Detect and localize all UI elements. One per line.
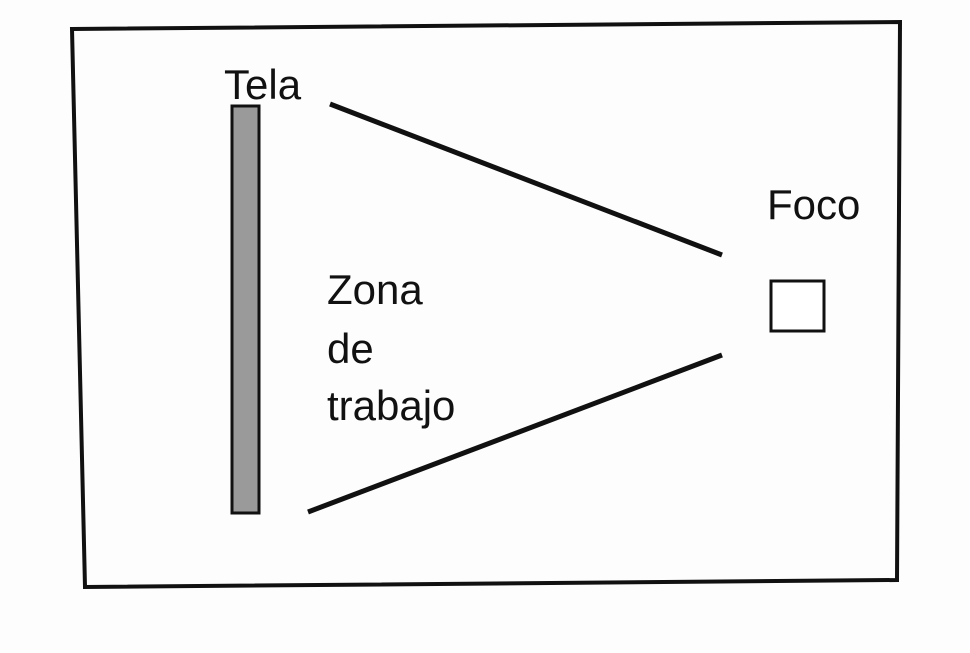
zone-label-line1: Zona <box>327 266 423 313</box>
upper-boundary-line <box>329 101 723 258</box>
lower-boundary-line <box>307 352 723 515</box>
screen-bar <box>230 104 261 515</box>
zone-label-line2: de <box>327 325 374 372</box>
frame-border <box>69 19 903 590</box>
zone-label-line3: trabajo <box>327 382 455 429</box>
screen-label: Tela <box>224 61 302 108</box>
light-source-square <box>769 279 826 333</box>
light-label: Foco <box>767 181 860 228</box>
